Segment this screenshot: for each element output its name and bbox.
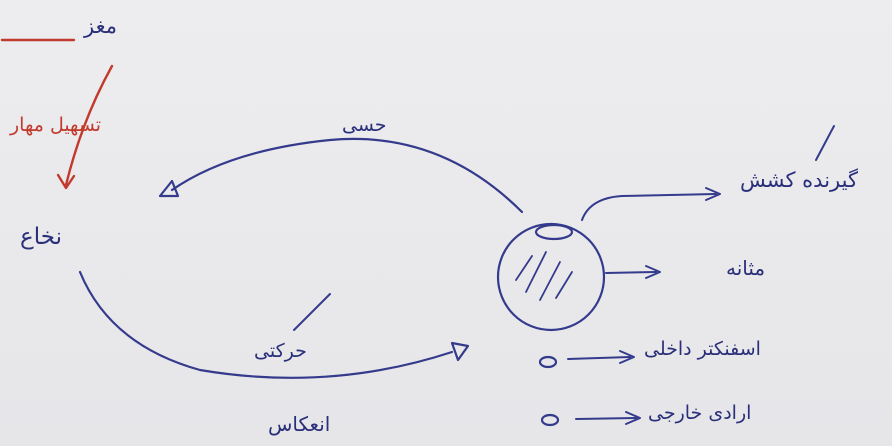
internal-sphincter-ring [538,355,558,369]
facilitate-inhibit-label: تسهیل مهار [10,114,102,136]
stretch-receptor-label: گیرنده کشش [740,168,858,192]
motor-tick-mark [293,293,331,331]
internal-sphincter-arrowhead [619,350,635,364]
receptor-arrow [581,193,717,221]
motor-label: حرکتی [254,340,307,362]
internal-sphincter-arrow [567,356,631,360]
brain-to-spinal-arrowhead [56,173,76,190]
bladder-arrow [605,271,657,274]
external-sphincter-label: ارادی خارجی [648,402,752,424]
bladder-neck [534,223,574,241]
external-sphincter-ring [540,413,560,427]
bladder-hatching [515,251,573,301]
spinal-cord-label: نخاع [20,224,62,250]
receptor-arrowhead [705,187,721,201]
sensory-label: حسی [342,114,387,136]
bladder-arrowhead [645,265,661,279]
brain-label: مغز [84,14,117,38]
external-sphincter-arrow [575,417,637,420]
brain-to-spinal-arrow [64,64,114,187]
bladder-label: مثانه [726,256,766,280]
external-sphincter-arrowhead [625,411,641,425]
reflex-label: انعکاس [268,412,331,436]
sensory-pathway-arc [170,137,524,214]
sensory-arrowhead [158,179,180,198]
internal-sphincter-label: اسفنکتر داخلی [644,338,761,360]
receptor-tick-mark [815,125,835,161]
motor-arrowhead [450,341,470,362]
motor-pathway-arc [78,270,454,379]
